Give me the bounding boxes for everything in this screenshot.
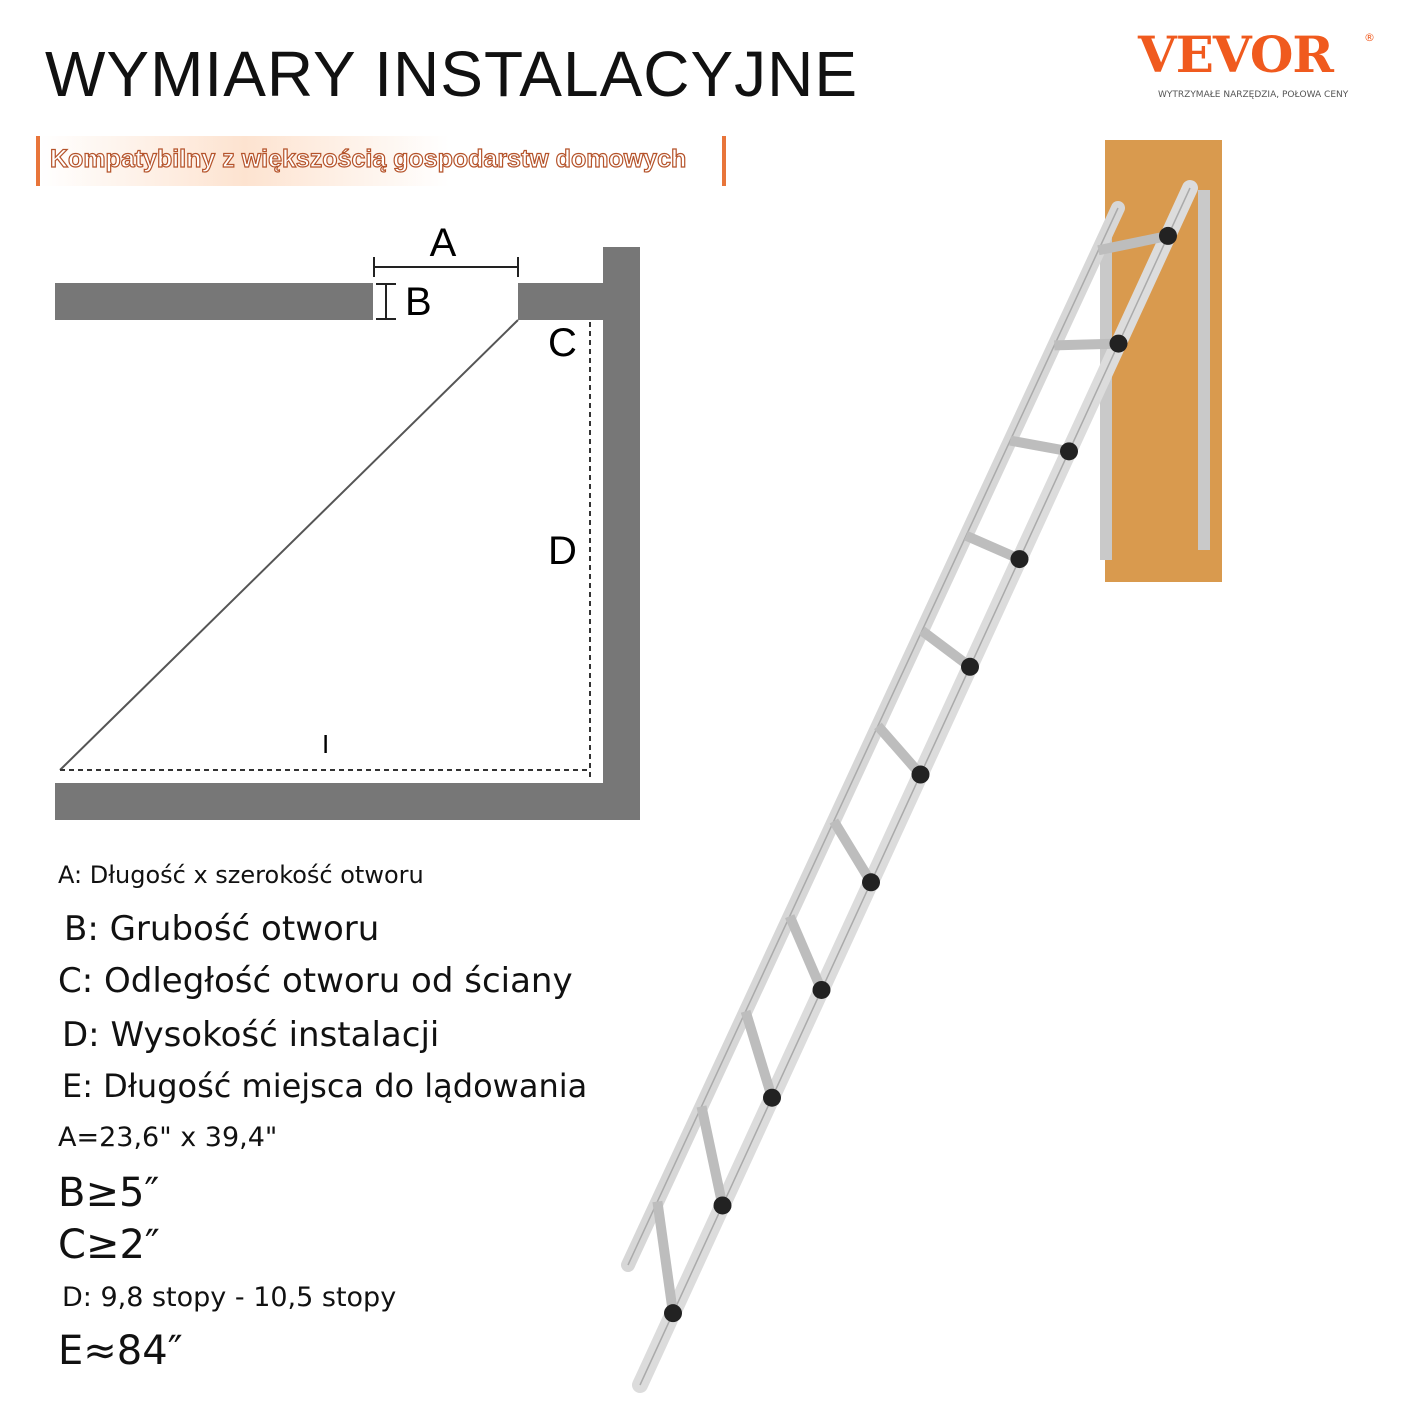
ladder-rung xyxy=(652,1200,678,1314)
attic-ladder-illustration xyxy=(621,140,1222,1393)
structure xyxy=(55,247,640,820)
value-b: B≥5″ xyxy=(58,1170,160,1216)
ceiling-right xyxy=(518,283,603,320)
banner-text: Kompatybilny z większością gospodarstw d… xyxy=(49,144,687,173)
dimension-b xyxy=(376,283,396,320)
rail-joint xyxy=(1060,442,1078,461)
rail-joint xyxy=(961,657,979,676)
ladder-rung xyxy=(696,1105,728,1207)
spring-rail xyxy=(1198,190,1210,550)
ladder-rung xyxy=(1097,230,1170,256)
floor xyxy=(55,783,640,820)
registered-mark: ® xyxy=(1364,31,1375,44)
value-d: D: 9,8 stopy - 10,5 stopy xyxy=(62,1282,397,1313)
value-e: E≈84″ xyxy=(58,1328,183,1374)
rail-joint xyxy=(1010,550,1029,569)
rail-joint xyxy=(763,1088,781,1107)
legend-b: B: Grubość otworu xyxy=(64,909,380,949)
ladder-line xyxy=(59,319,519,771)
hinge-rail xyxy=(1100,230,1112,560)
label-a: A xyxy=(430,221,457,265)
ceiling-left xyxy=(55,283,373,320)
rail-joint xyxy=(713,1196,732,1215)
legend-c: C: Odległość otworu od ściany xyxy=(58,961,573,1001)
ladder-rung xyxy=(829,818,876,885)
rail-joint xyxy=(1109,334,1128,353)
compatibility-banner: Kompatybilny z większością gospodarstw d… xyxy=(36,136,726,186)
ladder-rung xyxy=(874,722,925,778)
ladder-rungs xyxy=(652,226,1177,1323)
legend-d: D: Wysokość instalacji xyxy=(62,1015,440,1055)
legend-a: A: Długość x szerokość otworu xyxy=(58,861,424,889)
rail-joint xyxy=(911,765,930,784)
ladder-rung xyxy=(964,531,1022,564)
dimension-a xyxy=(373,257,519,277)
brand-logo: VEVOR xyxy=(1138,25,1334,84)
page-title: WYMIARY INSTALACYJNE xyxy=(45,38,859,110)
ladder-rung xyxy=(919,626,973,671)
rail-joint xyxy=(664,1304,682,1323)
rail-joint xyxy=(812,980,831,999)
label-b: B xyxy=(405,280,432,324)
value-c: C≥2″ xyxy=(58,1222,160,1268)
ladder-rung xyxy=(1054,338,1119,351)
label-c: C xyxy=(548,321,577,365)
rail-joint xyxy=(862,873,880,892)
value-a: A=23,6" x 39,4" xyxy=(58,1122,278,1153)
label-e: I xyxy=(322,729,329,759)
legend-e: E: Długość miejsca do lądowania xyxy=(62,1067,588,1105)
wall xyxy=(603,247,640,820)
rail-joint xyxy=(1159,226,1177,245)
ladder-rung xyxy=(785,914,827,992)
ladder-rung xyxy=(1009,435,1070,457)
brand-tagline: WYTRZYMAŁE NARZĘDZIA, POŁOWA CENY xyxy=(1158,90,1349,100)
label-d: D xyxy=(548,529,577,573)
ladder-rung xyxy=(740,1009,777,1100)
